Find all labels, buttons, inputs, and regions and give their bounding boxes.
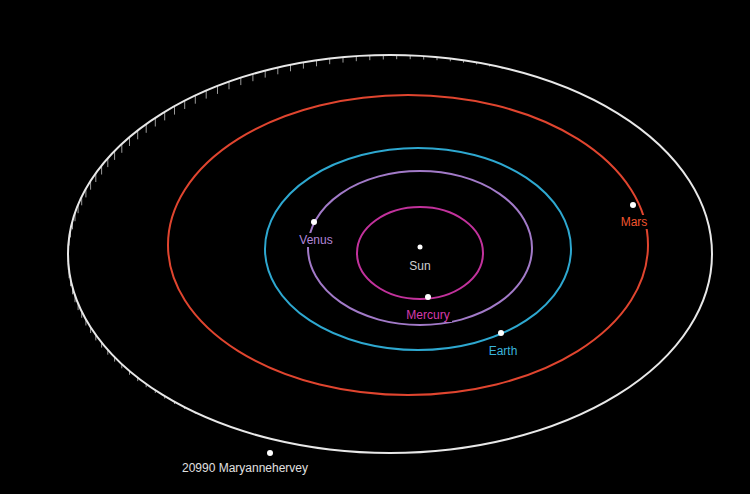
inclination-ticks	[68, 55, 502, 414]
star-label: Sun	[407, 259, 432, 273]
mercury-dot	[425, 294, 431, 300]
planet-label: Mercury	[404, 308, 451, 322]
planet-label: Mars	[619, 215, 650, 229]
sun-dot	[418, 245, 423, 250]
planet-label: Earth	[487, 344, 520, 358]
asteroid-dot	[267, 450, 273, 456]
venus-dot	[311, 219, 317, 225]
inclination-tick	[217, 86, 218, 94]
mercury-orbit	[357, 207, 483, 299]
venus-orbit	[308, 171, 532, 325]
inclination-tick	[229, 82, 230, 90]
asteroid-label: 20990 Maryannehervey	[180, 461, 310, 475]
inclination-tick	[195, 96, 196, 104]
planet-label: Venus	[297, 233, 334, 247]
mars-dot	[630, 202, 636, 208]
earth-dot	[498, 330, 504, 336]
asteroid-orbit	[68, 55, 712, 453]
mars-orbit	[168, 95, 648, 395]
earth-orbit	[265, 148, 571, 350]
inclination-tick	[206, 91, 207, 99]
